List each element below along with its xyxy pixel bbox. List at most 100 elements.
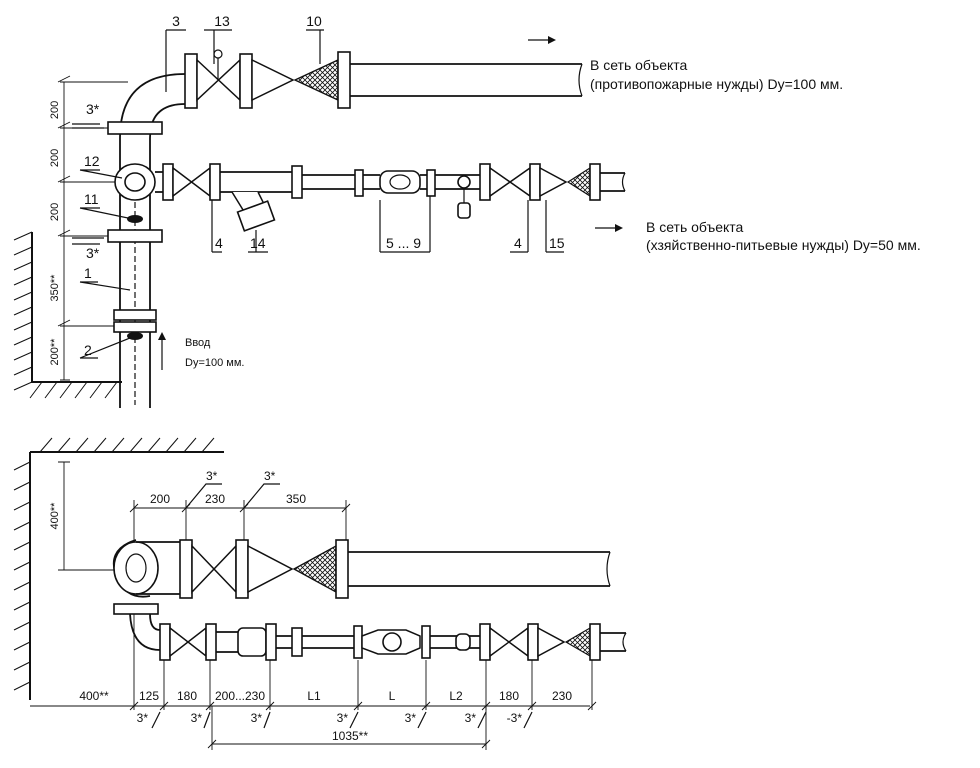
vertical-dim-400: 400** — [49, 502, 61, 530]
drinking-line-assembly — [155, 163, 626, 232]
bottom-dim-200-230: 200...230 — [215, 689, 265, 703]
callout-11: 11 — [84, 191, 99, 207]
bottom-fire-flange-2 — [235, 539, 249, 599]
fire-note-line2: (противопожарные нужды) Dy=100 мм. — [590, 76, 843, 92]
bottom-star-1: 3* — [137, 711, 149, 725]
callout-14: 14 — [250, 235, 266, 251]
callout-1: 1 — [84, 265, 92, 281]
callout-5-9-leader — [379, 196, 431, 253]
left-dim-200-b: 200 — [49, 149, 61, 167]
bottom-fire-pipe-stub — [136, 541, 180, 595]
top-view — [13, 29, 626, 408]
callout-13: 13 — [214, 13, 230, 29]
bottom-drink-break — [622, 632, 627, 652]
bottom-fire-flange-3 — [335, 539, 349, 599]
left-star-b: 3* — [86, 245, 100, 261]
top-dim-200: 200 — [150, 492, 170, 506]
sleeve-flange-bottom — [113, 321, 157, 333]
bottom-drink-flange-3 — [265, 623, 277, 661]
left-star-b-leader — [72, 237, 104, 245]
callout-2: 2 — [84, 342, 92, 358]
left-dim-200-c: 200 — [49, 203, 61, 221]
bottom-drink-flange-1 — [159, 623, 171, 661]
top-dim-230: 230 — [205, 492, 225, 506]
bottom-star-4: 3* — [337, 711, 349, 725]
callout-4a: 4 — [215, 235, 223, 251]
top-star-1-leader — [185, 483, 222, 509]
bottom-star-5: 3* — [405, 711, 417, 725]
bottom-dim-L: L — [389, 689, 396, 703]
bottom-drink-pipe-1 — [216, 631, 238, 653]
bottom-star-6: 3* — [465, 711, 477, 725]
bottom-dim-125: 125 — [139, 689, 159, 703]
bottom-drink-flange-8 — [527, 623, 539, 661]
drink-note-line2: (хзяйственно-питьевые нужды) Dy=50 мм. — [646, 237, 921, 253]
bottom-dim-total: 1035** — [332, 729, 368, 743]
fire-note-line1: В сеть объекта — [590, 57, 688, 73]
bottom-drink-pipe-2 — [276, 635, 292, 649]
callout-4a-leader — [211, 200, 222, 253]
bottom-fire-break — [606, 551, 611, 587]
bottom-riser-flange — [113, 603, 159, 615]
input-flow-arrowhead — [158, 332, 166, 340]
callout-5-9: 5 ... 9 — [386, 235, 421, 251]
left-dim-200-d: 200** — [49, 338, 61, 366]
callout-4b: 4 — [514, 235, 522, 251]
riser-nut — [127, 215, 143, 223]
bottom-drink-flange-5 — [353, 625, 363, 659]
fire-line-assembly — [184, 49, 583, 109]
callout-3: 3 — [172, 13, 180, 29]
bottom-fire-flange-1 — [179, 539, 193, 599]
riser-flange-lower — [107, 229, 163, 243]
input-note-line2: Dy=100 мм. — [185, 357, 244, 369]
bottom-drink-bend — [129, 613, 161, 651]
bottom-top-dim-chain — [129, 483, 351, 540]
bottom-bend-ring-inner — [125, 553, 147, 583]
wall-hatching — [13, 231, 122, 399]
bottom-drink-filter — [237, 627, 267, 657]
bottom-fire-valve-1 — [191, 544, 237, 594]
callout-3-leader — [165, 29, 186, 92]
bottom-drink-flange-4 — [291, 627, 303, 657]
bottom-star-2: 3* — [191, 711, 203, 725]
left-dim-200-a: 200 — [49, 101, 61, 119]
callout-14-leader — [248, 230, 268, 253]
tee-fitting-inner — [124, 172, 146, 192]
bottom-drink-meter-dial — [382, 632, 402, 652]
riser-flange-upper — [107, 121, 163, 135]
callout-12-leader — [79, 169, 123, 179]
left-dimension-chain — [57, 75, 128, 381]
bottom-drink-valve-1 — [169, 626, 207, 658]
left-dim-350: 350** — [49, 274, 61, 302]
bottom-dim-230: 230 — [552, 689, 572, 703]
bottom-drink-strainer — [564, 626, 591, 658]
top-dim-350: 350 — [286, 492, 306, 506]
drink-note-line1: В сеть объекта — [646, 219, 744, 235]
callout-12: 12 — [84, 153, 100, 169]
bottom-dim-180-b: 180 — [499, 689, 519, 703]
bottom-dim-180-a: 180 — [177, 689, 197, 703]
bottom-wall-hatching — [13, 437, 224, 700]
top-star-2: 3* — [264, 469, 276, 483]
bottom-drink-flange-9 — [589, 623, 601, 661]
top-star-2-leader — [243, 483, 280, 509]
bottom-drink-flange-6 — [421, 625, 431, 659]
drink-flow-arrowhead — [615, 224, 623, 232]
bottom-drink-valve-2 — [489, 626, 529, 658]
callout-10: 10 — [306, 13, 322, 29]
bottom-dim-400: 400** — [79, 689, 109, 703]
bottom-dim-L1: L1 — [307, 689, 321, 703]
bottom-drink-flange-2 — [205, 623, 217, 661]
sleeve-flange-top — [113, 309, 157, 321]
callout-13-leader — [204, 29, 232, 64]
bottom-bend-ring — [113, 541, 159, 595]
bottom-drink-pipe-4 — [430, 635, 480, 649]
bottom-star-3: 3* — [251, 711, 263, 725]
callout-10-leader — [306, 29, 324, 64]
bottom-fire-pipe — [348, 551, 610, 587]
bottom-view — [13, 437, 627, 750]
bottom-fire-check — [247, 544, 294, 594]
callout-1-leader — [79, 281, 131, 291]
bottom-star-7: -3* — [507, 711, 523, 725]
